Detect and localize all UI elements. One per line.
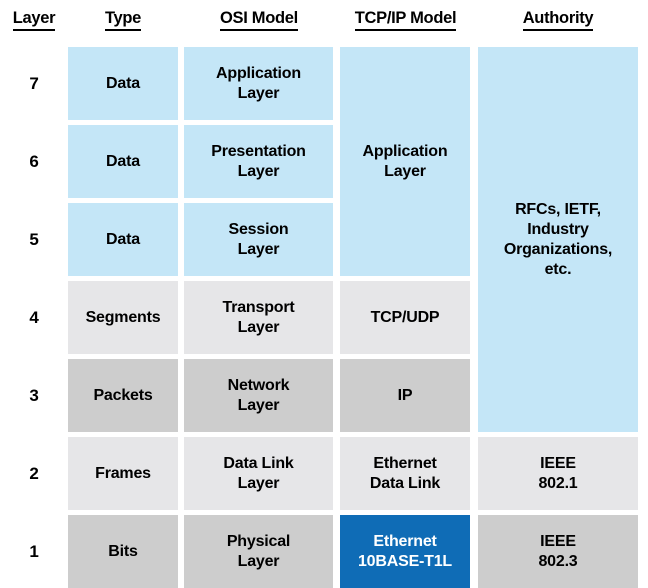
osi-cell-layer-1-line2: Layer xyxy=(237,552,280,570)
authority-upper-line3: Organizations, xyxy=(503,240,613,258)
column-header-type: Type xyxy=(68,8,178,31)
osi-cell-layer-7-line2: Layer xyxy=(237,84,280,102)
layer-number-5: 5 xyxy=(0,203,68,276)
tcpip-physical-line1: Ethernet xyxy=(373,532,437,550)
tcpip-application-line2: Layer xyxy=(384,162,426,180)
type-cell-layer-7: Data xyxy=(68,47,178,120)
osi-cell-layer-7: Application Layer xyxy=(184,47,333,120)
tcpip-cell-transport: TCP/UDP xyxy=(340,281,470,354)
osi-cell-layer-2: Data Link Layer xyxy=(184,437,333,510)
column-header-osi-model-label: OSI Model xyxy=(220,8,298,31)
authority-cell-layer-1: IEEE 802.3 xyxy=(478,515,638,588)
authority-upper-line2: Industry xyxy=(527,220,589,238)
authority-layer-2-line1: IEEE xyxy=(540,454,576,472)
osi-cell-layer-4-line1: Transport xyxy=(222,298,295,316)
tcpip-cell-datalink: Ethernet Data Link xyxy=(340,437,470,510)
osi-cell-layer-5-line2: Layer xyxy=(237,240,280,258)
type-cell-layer-6: Data xyxy=(68,125,178,198)
tcpip-cell-application-layer: Application Layer xyxy=(340,47,470,276)
column-header-tcpip-model-label: TCP/IP Model xyxy=(354,8,457,31)
column-header-tcpip-model: TCP/IP Model xyxy=(340,8,471,31)
authority-layer-2-line2: 802.1 xyxy=(538,474,578,492)
osi-cell-layer-2-line2: Layer xyxy=(237,474,280,492)
layer-number-2: 2 xyxy=(0,437,68,510)
tcpip-datalink-line1: Ethernet xyxy=(373,454,437,472)
column-header-layer-label: Layer xyxy=(12,8,56,31)
authority-upper-line4: etc. xyxy=(544,260,572,278)
osi-cell-layer-4-line2: Layer xyxy=(237,318,280,336)
authority-layer-1-line1: IEEE xyxy=(540,532,576,550)
column-header-authority-label: Authority xyxy=(522,8,594,31)
layer-number-6: 6 xyxy=(0,125,68,198)
tcpip-application-line1: Application xyxy=(362,142,448,160)
type-cell-layer-2: Frames xyxy=(68,437,178,510)
authority-cell-upper-layers: RFCs, IETF, Industry Organizations, etc. xyxy=(478,47,638,432)
tcpip-cell-physical-highlighted: Ethernet 10BASE-T1L xyxy=(340,515,470,588)
type-cell-layer-1: Bits xyxy=(68,515,178,588)
osi-cell-layer-6: Presentation Layer xyxy=(184,125,333,198)
tcpip-datalink-line2: Data Link xyxy=(369,474,441,492)
type-cell-layer-3: Packets xyxy=(68,359,178,432)
osi-cell-layer-6-line2: Layer xyxy=(237,162,280,180)
osi-cell-layer-3: Network Layer xyxy=(184,359,333,432)
layer-number-1: 1 xyxy=(0,515,68,588)
layer-number-7: 7 xyxy=(0,47,68,120)
osi-cell-layer-1: Physical Layer xyxy=(184,515,333,588)
type-cell-layer-4: Segments xyxy=(68,281,178,354)
type-cell-layer-5: Data xyxy=(68,203,178,276)
table-body: 7 6 5 4 3 2 1 Data Data Data Segments Pa… xyxy=(0,44,648,588)
authority-upper-line1: RFCs, IETF, xyxy=(515,200,601,218)
osi-cell-layer-1-line1: Physical xyxy=(226,532,291,550)
authority-layer-1-line2: 802.3 xyxy=(538,552,578,570)
tcpip-physical-line2: 10BASE-T1L xyxy=(357,552,453,570)
column-header-layer: Layer xyxy=(0,8,68,31)
tcpip-cell-internet: IP xyxy=(340,359,470,432)
table-header-row: Layer Type OSI Model TCP/IP Model Author… xyxy=(0,0,648,44)
osi-cell-layer-2-line1: Data Link xyxy=(223,454,294,472)
osi-cell-layer-5-line1: Session xyxy=(228,220,289,238)
osi-cell-layer-4: Transport Layer xyxy=(184,281,333,354)
layer-number-3: 3 xyxy=(0,359,68,432)
osi-cell-layer-3-line2: Layer xyxy=(237,396,280,414)
osi-cell-layer-3-line1: Network xyxy=(227,376,290,394)
osi-cell-layer-5: Session Layer xyxy=(184,203,333,276)
layer-number-4: 4 xyxy=(0,281,68,354)
column-header-osi-model: OSI Model xyxy=(184,8,334,31)
column-header-type-label: Type xyxy=(104,8,141,31)
column-header-authority: Authority xyxy=(478,8,638,31)
authority-cell-layer-2: IEEE 802.1 xyxy=(478,437,638,510)
osi-cell-layer-6-line1: Presentation xyxy=(211,142,306,160)
osi-cell-layer-7-line1: Application xyxy=(216,64,301,82)
